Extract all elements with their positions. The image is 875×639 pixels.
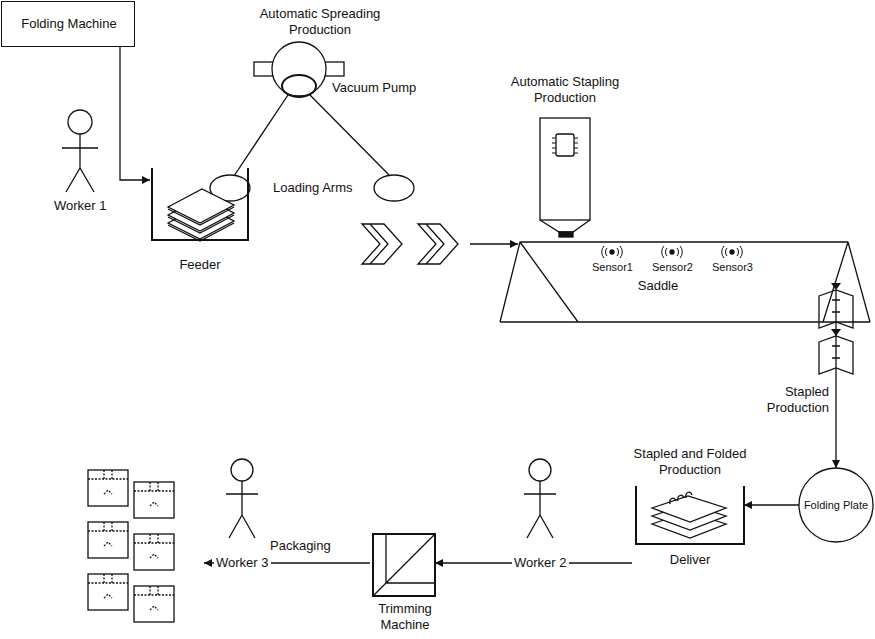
machine-box: Folding Machine (1, 1, 135, 47)
sensor-icon (730, 250, 734, 254)
vacuum-pump (324, 62, 344, 76)
worker-label: Worker 1 (54, 198, 107, 214)
worker-figure (524, 459, 556, 538)
product-label: Stapled Production (745, 384, 829, 416)
package-box (88, 470, 128, 506)
part-label: Loading Arms (273, 180, 353, 196)
node-caption: Deliver (632, 552, 748, 568)
package-box (88, 470, 174, 622)
deliver-tray: Stapled and Folded ProductionDeliver (632, 446, 748, 574)
spread-sheet (426, 224, 444, 264)
saddle-conveyor-outline (498, 236, 872, 324)
step-label: Packaging (270, 538, 331, 554)
node-title: Automatic Spreading Production (250, 6, 390, 38)
stapler-head (552, 138, 578, 153)
node-title: Folding Plate (798, 497, 874, 513)
package-box (134, 586, 174, 622)
vacuum-pump (282, 75, 316, 97)
flow-arrow (470, 243, 518, 244)
stapler-head (556, 134, 574, 156)
package-box (88, 522, 128, 558)
trimming-machine: Trimming Machine (372, 533, 438, 637)
outline-part (168, 207, 234, 225)
outline-part (373, 534, 435, 596)
package-box (134, 586, 174, 610)
outline-part (152, 168, 248, 240)
sensor-icon (722, 246, 743, 258)
sensor-label: Sensor3 (712, 259, 753, 275)
vacuum-pump (272, 42, 326, 96)
stapled-booklet (831, 283, 841, 290)
worker-figure (62, 134, 98, 192)
node-title: Folding Machine (2, 16, 136, 32)
stapling-machine: Automatic Stapling Production (497, 72, 633, 112)
worker-figure (68, 110, 92, 134)
stapler-head (540, 220, 590, 232)
stapled-booklet (832, 290, 840, 322)
node-title: Trimming Machine (368, 601, 442, 633)
stapler-head (540, 118, 590, 237)
sensor-icon (602, 246, 623, 258)
package-box (134, 482, 174, 518)
sensor-icon (662, 246, 683, 258)
package-box (88, 574, 128, 598)
spread-sheet (370, 224, 388, 264)
flow-arrow (120, 47, 150, 180)
loading-arm (234, 95, 390, 176)
worker-figure (62, 110, 98, 192)
stapler-head (559, 232, 573, 237)
stapled-booklet (831, 329, 841, 336)
stapled-booklet (819, 283, 853, 374)
outline-part (168, 189, 234, 223)
sensor-icon (662, 246, 683, 258)
package-box (88, 470, 128, 494)
outline-part (373, 534, 435, 596)
outline-part (799, 468, 873, 542)
vacuum-pump (254, 42, 344, 97)
worker-figure (529, 459, 551, 481)
node-title: Saddle (623, 278, 693, 294)
node-title: Automatic Stapling Production (497, 74, 633, 106)
loading-arm (210, 95, 414, 201)
package-box (134, 534, 174, 570)
spreading-machine: Automatic Spreading Production (250, 0, 470, 262)
spread-sheet (362, 224, 458, 264)
stapled-booklet (819, 336, 853, 374)
package-box (134, 482, 174, 506)
part-label: Vacuum Pump (332, 80, 416, 96)
package-box (134, 534, 174, 558)
folding-plate: Folding Plate (798, 467, 874, 543)
stapler-head (540, 118, 590, 220)
sensor-icon (722, 246, 743, 258)
package-box (88, 522, 128, 546)
outline-part (500, 242, 870, 322)
flow-arrow (744, 504, 799, 505)
stapled-booklet (832, 336, 840, 368)
worker-label: Worker 2 (512, 555, 569, 571)
outline-part (652, 496, 726, 522)
worker-label: Worker 3 (214, 555, 271, 571)
spread-sheet (362, 224, 402, 264)
worker-figure (231, 459, 253, 481)
node-title: Stapled and Folded Production (632, 446, 748, 478)
worker-figure (524, 481, 556, 538)
sensor-icon (610, 250, 614, 254)
loading-arm (374, 175, 414, 201)
node-title: Feeder (150, 257, 250, 273)
sensor-label: Sensor2 (652, 259, 693, 275)
vacuum-pump (254, 62, 274, 76)
sensor-icon (602, 246, 623, 258)
package-box (88, 574, 128, 610)
feeder-tray: Feeder (150, 163, 250, 275)
sensor-label: Sensor1 (592, 259, 633, 275)
saddle-conveyor: Saddle (498, 236, 872, 324)
worker-figure (226, 481, 258, 538)
worker-figure (226, 459, 258, 538)
spread-sheet (418, 224, 458, 264)
outline-part (636, 486, 744, 544)
outline-part (670, 492, 692, 504)
sensor-icon (670, 250, 674, 254)
